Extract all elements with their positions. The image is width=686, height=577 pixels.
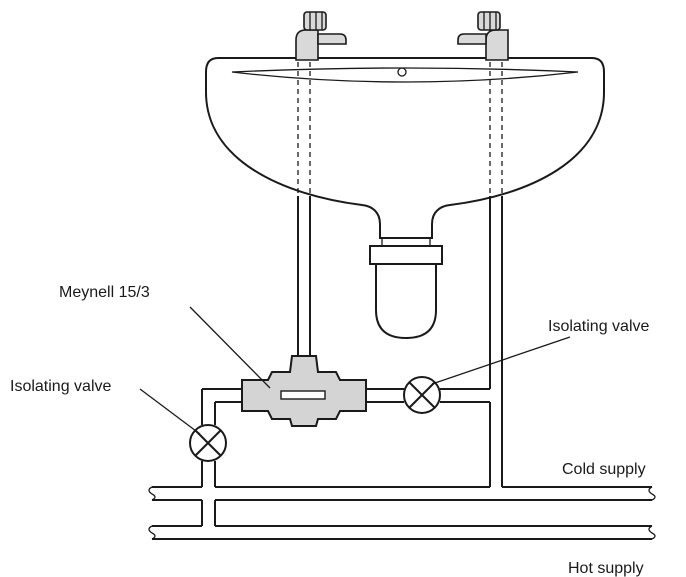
tap-left bbox=[295, 11, 347, 61]
pipework bbox=[148, 196, 656, 540]
leader-mixer bbox=[189, 306, 271, 389]
overflow-hole bbox=[397, 67, 407, 77]
label-cold-supply: Cold supply bbox=[562, 461, 646, 478]
meynell-mixing-valve bbox=[241, 355, 367, 427]
wash-basin bbox=[205, 57, 605, 239]
trap-nut bbox=[369, 245, 443, 265]
label-meynell: Meynell 15/3 bbox=[59, 284, 150, 301]
leader-valve-right bbox=[431, 336, 571, 385]
label-hot-supply: Hot supply bbox=[568, 560, 644, 577]
hidden-tap-tails bbox=[297, 62, 503, 196]
label-isolating-valve-left: Isolating valve bbox=[10, 378, 111, 395]
tap-right bbox=[457, 11, 509, 61]
leader-lines bbox=[139, 306, 571, 435]
leader-valve-left bbox=[139, 388, 201, 435]
isolating-valve-left bbox=[189, 424, 227, 462]
label-isolating-valve-right: Isolating valve bbox=[548, 318, 649, 335]
waste-trap bbox=[369, 237, 443, 340]
trap-bottle bbox=[375, 263, 437, 340]
isolating-valve-right bbox=[403, 376, 441, 414]
mixer-window bbox=[280, 390, 326, 400]
trap-neck bbox=[381, 237, 431, 247]
basin-bowl bbox=[205, 57, 605, 239]
basin-rim bbox=[231, 67, 579, 83]
